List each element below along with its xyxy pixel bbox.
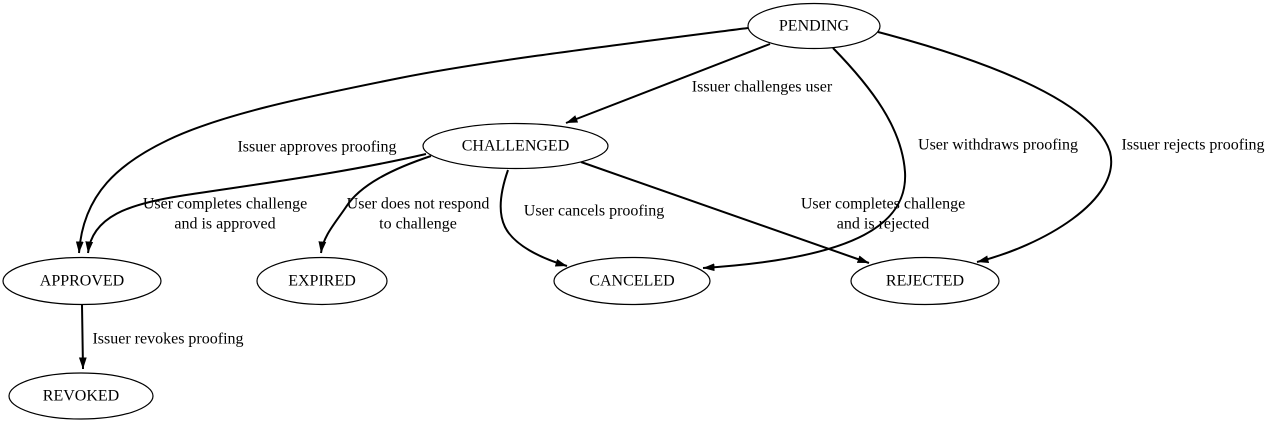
edge-label-challenged-expired-line1: User does not respond bbox=[347, 196, 490, 213]
node-label-approved: APPROVED bbox=[40, 273, 124, 290]
edge-label-challenged-rejected-line1: User completes challenge bbox=[801, 196, 965, 213]
edge-challenged-rejected bbox=[580, 161, 870, 264]
edge-pending-rejected bbox=[877, 31, 1113, 264]
edge-label-challenged-rejected-line2: and is rejected bbox=[837, 216, 929, 233]
node-label-rejected: REJECTED bbox=[886, 273, 964, 290]
node-revoked: REVOKED bbox=[8, 372, 154, 420]
node-approved: APPROVED bbox=[2, 256, 162, 306]
node-ellipse-rejected bbox=[850, 256, 1000, 306]
edge-pending-challenged bbox=[565, 43, 771, 124]
edge-label-pending-canceled: User withdraws proofing bbox=[918, 137, 1078, 154]
node-ellipse-pending bbox=[747, 2, 881, 50]
node-label-challenged: CHALLENGED bbox=[462, 138, 570, 155]
node-canceled: CANCELED bbox=[553, 256, 711, 306]
edge-label-pending-challenged: Issuer challenges user bbox=[692, 79, 833, 96]
edge-label-challenged-approved-line2: and is approved bbox=[174, 216, 275, 233]
edge-label-challenged-expired-line2: to challenge bbox=[379, 216, 457, 233]
node-label-revoked: REVOKED bbox=[43, 388, 119, 405]
node-ellipse-revoked bbox=[8, 372, 154, 420]
node-rejected: REJECTED bbox=[850, 256, 1000, 306]
node-label-pending: PENDING bbox=[779, 18, 850, 35]
node-expired: EXPIRED bbox=[256, 256, 388, 306]
edge-label-approved-revoked: Issuer revokes proofing bbox=[92, 331, 243, 348]
edge-label-challenged-canceled: User cancels proofing bbox=[524, 203, 664, 220]
edge-challenged-expired bbox=[318, 155, 432, 254]
nodes-layer: PENDING CHALLENGED APPROVED EXPIRED CANCELED… bbox=[2, 2, 1000, 420]
node-ellipse-approved bbox=[2, 256, 162, 306]
edge-label-pending-rejected: Issuer rejects proofing bbox=[1121, 137, 1264, 154]
node-ellipse-canceled bbox=[553, 256, 711, 306]
node-pending: PENDING bbox=[747, 2, 881, 50]
node-label-expired: EXPIRED bbox=[288, 273, 356, 290]
edge-challenged-approved bbox=[85, 153, 427, 254]
edge-label-challenged-approved-line1: User completes challenge bbox=[143, 196, 307, 213]
node-label-canceled: CANCELED bbox=[589, 273, 674, 290]
node-ellipse-challenged bbox=[422, 122, 609, 170]
edge-pending-canceled bbox=[702, 47, 907, 272]
node-ellipse-expired bbox=[256, 256, 388, 306]
edge-pending-approved bbox=[75, 27, 749, 254]
edge-approved-revoked bbox=[78, 304, 87, 370]
edge-label-pending-approved: Issuer approves proofing bbox=[237, 139, 396, 156]
edge-challenged-canceled bbox=[499, 169, 568, 267]
node-challenged: CHALLENGED bbox=[422, 122, 609, 170]
